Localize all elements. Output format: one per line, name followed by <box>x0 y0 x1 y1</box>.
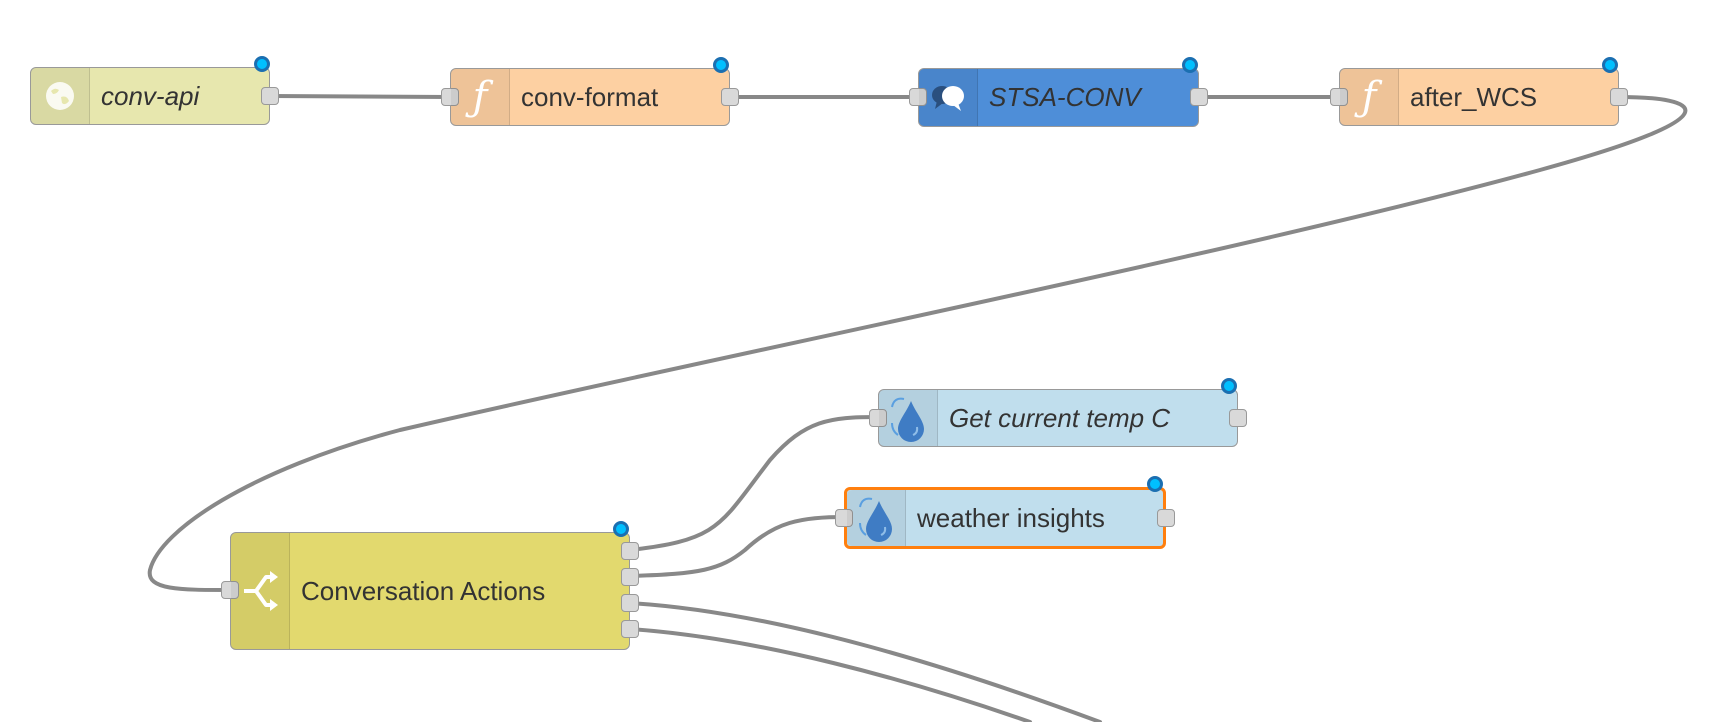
output-port-3[interactable] <box>621 594 639 612</box>
input-port[interactable] <box>909 88 927 106</box>
output-port[interactable] <box>1229 409 1247 427</box>
wire-conv-api-to-conv-format[interactable] <box>268 94 452 99</box>
wire-actions-to-get-current-temp[interactable] <box>628 415 880 552</box>
wire-after-wcs-to-conversation-actions[interactable] <box>147 95 1688 592</box>
node-label: STSA-CONV <box>989 82 1141 112</box>
globe-icon <box>31 68 90 124</box>
node-label: after_WCS <box>1410 81 1538 112</box>
weather-icon <box>847 490 906 546</box>
output-port[interactable] <box>1157 509 1175 527</box>
node-conversation-actions[interactable]: Conversation Actions <box>221 521 639 650</box>
node-get-current-temp[interactable]: Get current temp C <box>869 378 1247 447</box>
node-label: conv-format <box>521 81 659 112</box>
node-conv-api[interactable]: conv-api <box>30 56 279 125</box>
output-port-2[interactable] <box>621 568 639 586</box>
weather-icon <box>879 390 938 446</box>
changed-indicator-icon <box>713 57 729 73</box>
output-port-4[interactable] <box>621 620 639 638</box>
node-label: weather insights <box>917 502 1105 533</box>
wire-actions-output-4[interactable] <box>628 627 1032 722</box>
changed-indicator-icon <box>1221 378 1237 394</box>
wire-actions-to-weather-insights[interactable] <box>628 515 848 578</box>
input-port[interactable] <box>1330 88 1348 106</box>
function-icon: ƒ <box>1340 69 1399 125</box>
switch-icon <box>231 533 290 649</box>
changed-indicator-icon <box>254 56 270 72</box>
input-port[interactable] <box>221 581 239 599</box>
output-port[interactable] <box>721 88 739 106</box>
node-after-wcs[interactable]: ƒ after_WCS <box>1330 57 1628 126</box>
node-stsa-conv[interactable]: STSA-CONV <box>909 57 1208 127</box>
input-port[interactable] <box>835 509 853 527</box>
output-port[interactable] <box>1610 88 1628 106</box>
node-label: Conversation Actions <box>301 575 546 606</box>
input-port[interactable] <box>869 409 887 427</box>
function-icon: ƒ <box>451 69 510 125</box>
input-port[interactable] <box>441 88 459 106</box>
conversation-icon <box>919 69 978 126</box>
node-label: Get current temp C <box>949 402 1171 433</box>
output-port[interactable] <box>1190 88 1208 106</box>
changed-indicator-icon <box>613 521 629 537</box>
node-label: conv-api <box>101 80 200 111</box>
node-conv-format[interactable]: ƒ conv-format <box>441 57 739 126</box>
changed-indicator-icon <box>1147 476 1163 492</box>
output-port[interactable] <box>261 87 279 105</box>
wire-actions-output-3[interactable] <box>628 601 1102 722</box>
changed-indicator-icon <box>1602 57 1618 73</box>
node-weather-insights[interactable]: weather insights <box>835 476 1175 549</box>
changed-indicator-icon <box>1182 57 1198 73</box>
output-port-1[interactable] <box>621 542 639 560</box>
